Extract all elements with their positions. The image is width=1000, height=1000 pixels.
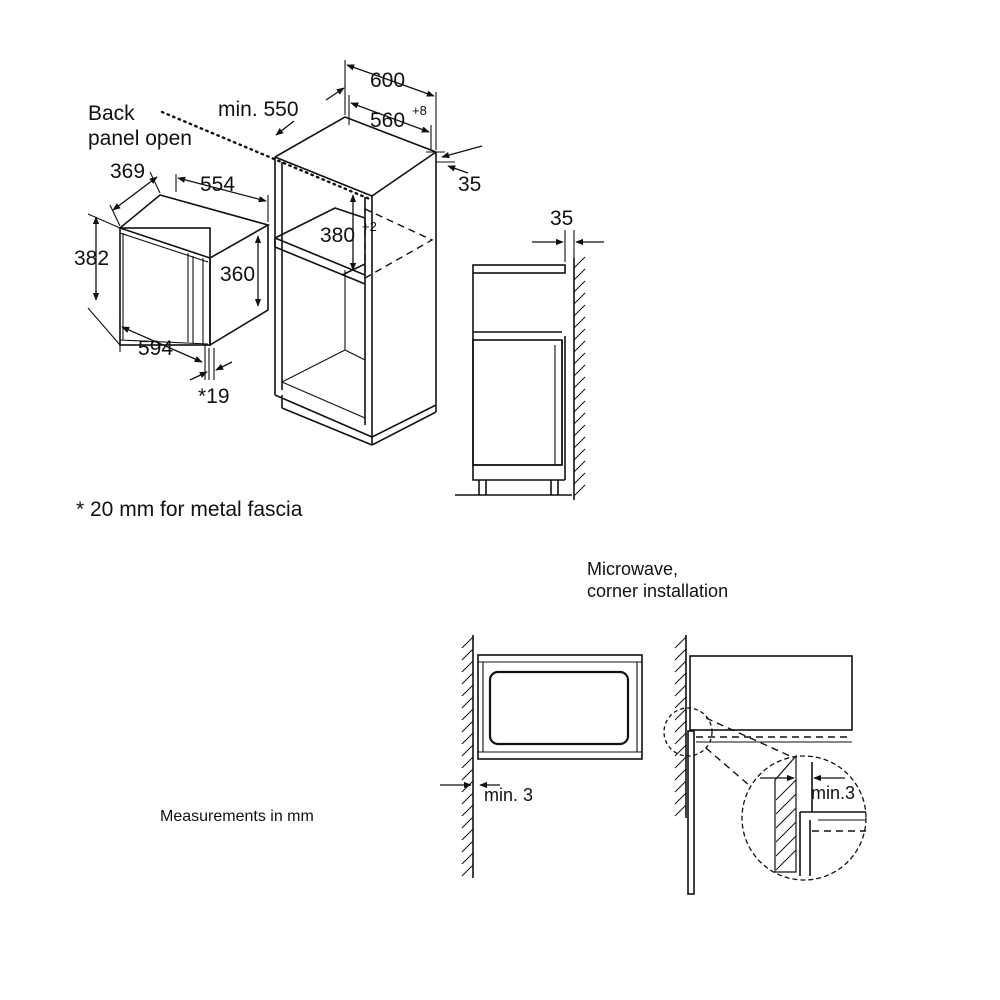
corner-detail-inner (760, 754, 866, 876)
label-560: 560 (370, 109, 405, 132)
label-35-side: 35 (550, 207, 573, 230)
dim-19 (189, 348, 233, 381)
dim-600 (344, 60, 437, 150)
label-600: 600 (370, 69, 405, 92)
label-min3-left: min. 3 (484, 785, 533, 805)
dim-35-top (426, 145, 483, 174)
label-560-tolerance: +8 (412, 103, 427, 118)
label-360: 360 (220, 263, 255, 286)
label-380: 380 (320, 224, 355, 247)
footnote-metal-fascia: * 20 mm for metal fascia (76, 498, 303, 521)
label-369: 369 (110, 160, 145, 183)
label-19: *19 (198, 385, 230, 408)
dim-554 (175, 174, 269, 222)
corner-side-view (663, 635, 867, 895)
dim-560 (348, 95, 432, 150)
corner-title-line2: corner installation (587, 581, 728, 601)
measurements-note: Measurements in mm (160, 808, 314, 825)
label-min-550: min. 550 (218, 98, 299, 121)
label-35-top: 35 (458, 173, 481, 196)
label-382: 382 (74, 247, 109, 270)
dim-min-550 (275, 87, 345, 136)
side-section (455, 256, 586, 500)
label-min3-detail: min.3 (811, 783, 855, 803)
corner-front-view (461, 635, 643, 878)
corner-title-line1: Microwave, (587, 559, 678, 579)
tall-cabinet (274, 116, 437, 446)
dim-382 (87, 213, 121, 346)
back-panel-label-line2: panel open (88, 127, 192, 150)
back-panel-leader (160, 110, 374, 202)
label-380-tolerance: +2 (362, 219, 377, 234)
dim-369 (109, 171, 161, 227)
label-554: 554 (200, 173, 235, 196)
dim-35-side (532, 230, 604, 262)
back-panel-label-line1: Back (88, 102, 135, 125)
label-594: 594 (138, 337, 173, 360)
